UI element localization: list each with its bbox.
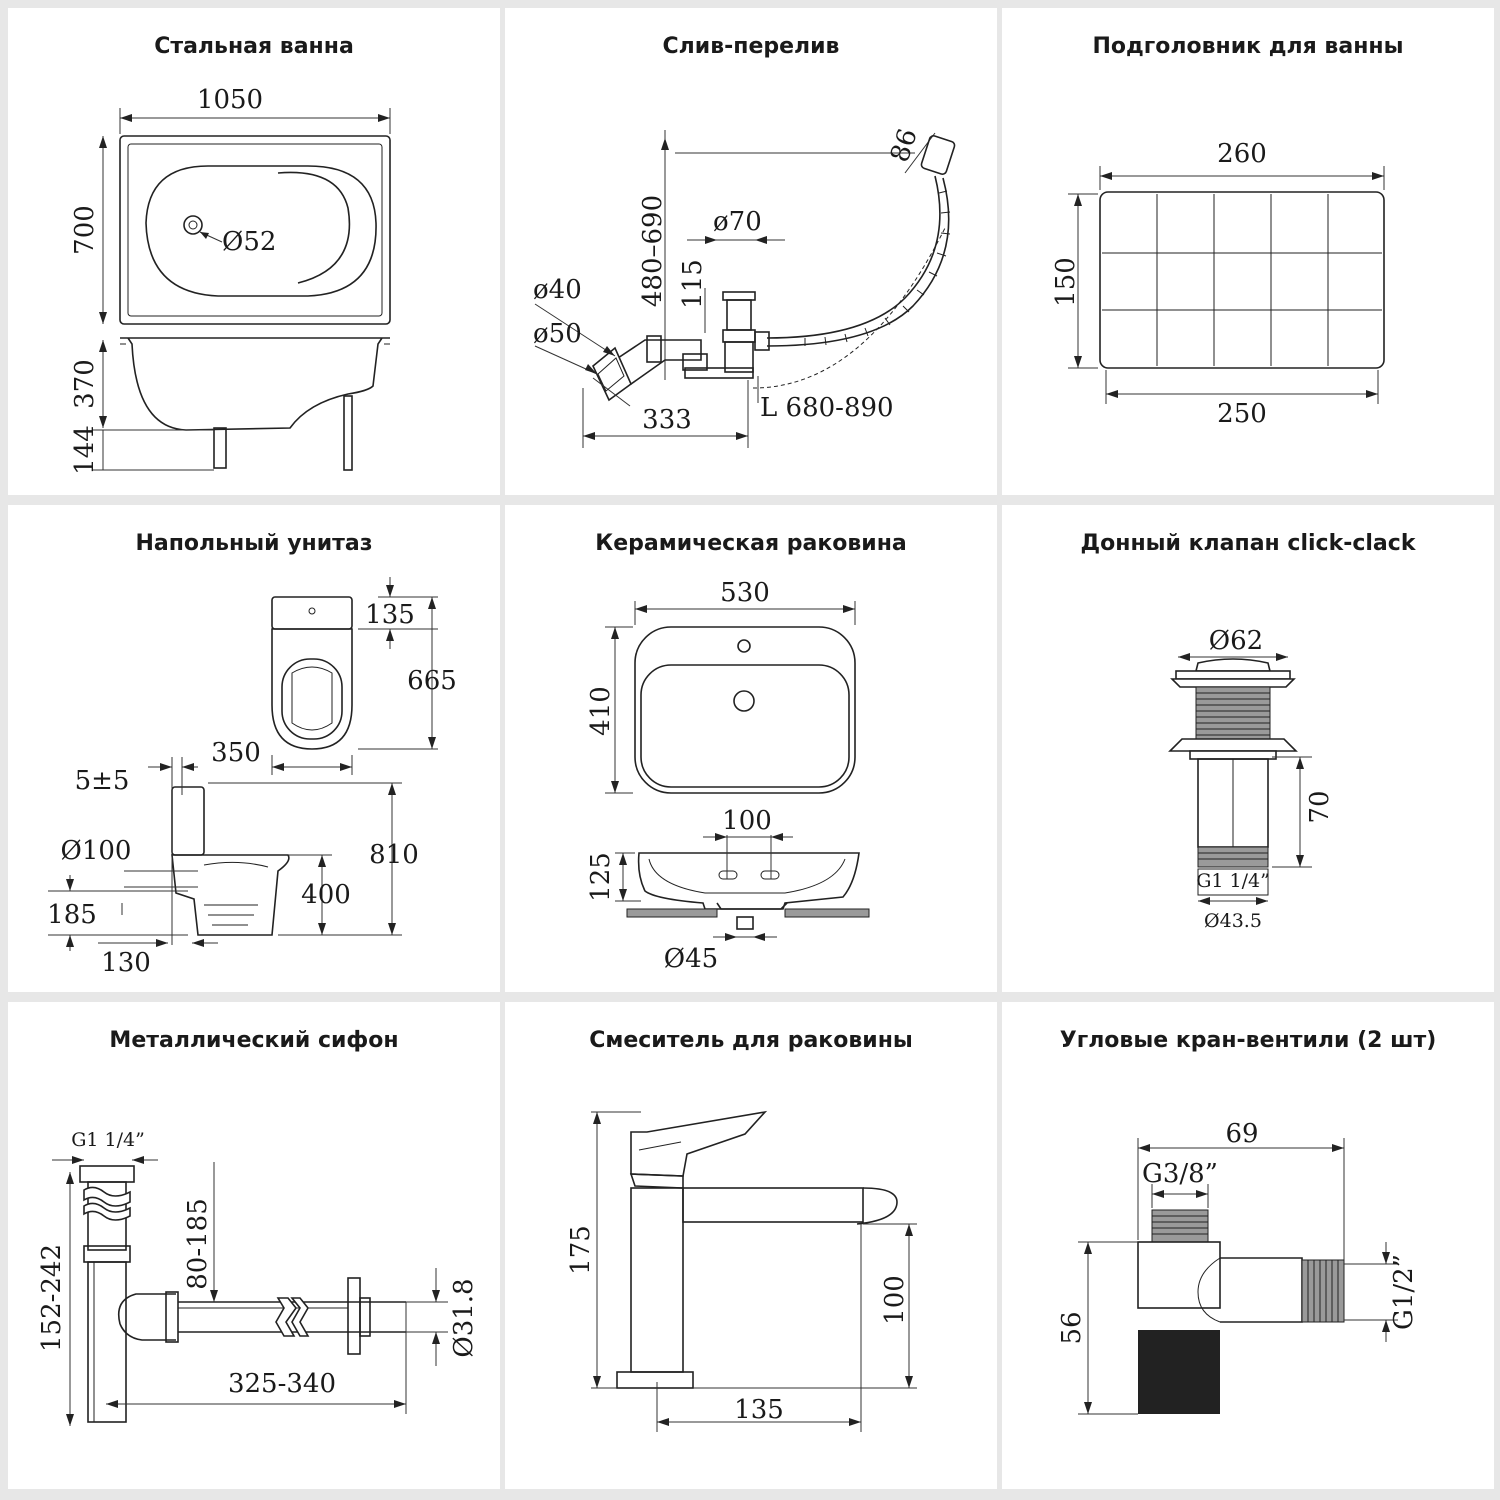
dim-drain-plug-height: 115 xyxy=(678,259,708,309)
dim-sink-height: 125 xyxy=(586,852,616,902)
dim-siphon-length-range: 325-340 xyxy=(228,1369,336,1399)
dim-headrest-top-width: 260 xyxy=(1217,139,1267,169)
dim-valve-cap: Ø62 xyxy=(1209,626,1263,656)
dim-valve-thread: G1 1/4” xyxy=(1196,870,1270,892)
dim-toilet-outlet-height: 185 xyxy=(47,900,97,930)
dim-headrest-height: 150 xyxy=(1051,257,1081,307)
dim-bath-length: 1050 xyxy=(197,85,263,115)
headrest-drawing: 260 150 250 xyxy=(1051,139,1385,429)
dim-sink-depth: 410 xyxy=(586,686,616,736)
angle-valves-drawing: 69 G3/8” 56 G1/2” xyxy=(1057,1119,1419,1415)
basin-mixer-drawing: 175 100 135 xyxy=(566,1110,917,1432)
dim-drain-offset: 86 xyxy=(885,125,924,166)
dim-angle-valve-length: 69 xyxy=(1225,1119,1258,1149)
dim-angle-valve-inlet: G3/8” xyxy=(1142,1159,1218,1189)
floor-toilet-drawing: 135 665 350 5±5 Ø100 810 400 185 130 xyxy=(47,577,457,978)
dim-toilet-outlet-distance: 130 xyxy=(101,948,151,978)
dim-toilet-gap: 5±5 xyxy=(75,766,130,796)
overflow-drain-drawing: 86 480–690 ø40 ø50 ø70 115 333 L 680-890 xyxy=(533,125,956,448)
steel-bath-drawing: 1050 700 370 144 Ø52 xyxy=(70,85,391,475)
dim-drain-pipe50: ø50 xyxy=(533,319,582,349)
dim-toilet-total-height: 810 xyxy=(369,840,419,870)
panel-ceramic-sink: Керамическая раковина xyxy=(505,505,997,992)
dim-siphon-pipe: Ø31.8 xyxy=(449,1278,479,1357)
dim-angle-valve-height: 56 xyxy=(1057,1311,1087,1344)
dim-drain-height-range: 480–690 xyxy=(638,195,668,307)
dim-drain-length-range: L 680-890 xyxy=(760,393,894,423)
panel-overflow-drain: Слив-перелив 86 xyxy=(505,8,997,495)
panel-title: Смеситель для раковины xyxy=(589,1028,913,1053)
panel-metal-siphon: Металлический сифон xyxy=(8,1002,500,1489)
dim-drain-pipe40: ø40 xyxy=(533,275,582,305)
dim-mixer-reach: 135 xyxy=(734,1395,784,1425)
dim-mixer-spout-height: 100 xyxy=(880,1275,910,1325)
dim-toilet-seat-height: 400 xyxy=(301,880,351,910)
dim-toilet-tank: 135 xyxy=(365,600,415,630)
dim-angle-valve-outlet: G1/2” xyxy=(1389,1254,1419,1330)
dim-toilet-depth: 665 xyxy=(407,666,457,696)
ceramic-sink-drawing: 530 410 100 125 Ø45 xyxy=(586,578,870,974)
panel-title: Подголовник для ванны xyxy=(1092,34,1404,59)
panel-title: Донный клапан click-clack xyxy=(1080,531,1416,556)
dim-valve-body: Ø43.5 xyxy=(1204,910,1262,932)
dim-bath-height: 370 xyxy=(70,359,100,409)
dim-sink-width: 530 xyxy=(720,578,770,608)
panel-title: Стальная ванна xyxy=(154,34,354,59)
dim-siphon-thread: G1 1/4” xyxy=(71,1129,145,1151)
click-clack-valve-drawing: Ø62 70 G1 1/4” Ø43.5 xyxy=(1168,626,1335,932)
panel-basin-mixer: Смеситель для раковины 175 100 135 xyxy=(505,1002,997,1489)
panel-title: Напольный унитаз xyxy=(135,531,373,556)
dim-siphon-adjust: 80-185 xyxy=(183,1198,213,1290)
dim-valve-length: 70 xyxy=(1305,790,1335,823)
metal-siphon-drawing: G1 1/4” 152-242 80-185 325-340 Ø31.8 xyxy=(37,1129,479,1426)
panel-click-clack-valve: Донный клапан click-clack Ø62 70 G1 1/4”… xyxy=(1002,505,1494,992)
dim-bath-drain: Ø52 xyxy=(222,227,276,257)
dim-sink-drain: Ø45 xyxy=(664,944,718,974)
dim-bath-width: 700 xyxy=(70,205,100,255)
panel-title: Металлический сифон xyxy=(109,1028,399,1053)
panel-floor-toilet: Напольный унитаз xyxy=(8,505,500,992)
dim-drain-plug: ø70 xyxy=(713,207,762,237)
dim-headrest-bottom-width: 250 xyxy=(1217,399,1267,429)
panel-headrest: Подголовник для ванны 260 150 250 xyxy=(1002,8,1494,495)
dim-toilet-width: 350 xyxy=(211,738,261,768)
dim-sink-holes: 100 xyxy=(722,806,772,836)
dim-mixer-height: 175 xyxy=(566,1225,596,1275)
dim-toilet-outlet: Ø100 xyxy=(61,836,132,866)
dim-bath-legs: 144 xyxy=(70,425,100,475)
panel-angle-valves: Угловые кран-вентили (2 шт) 69 G3/8” 56 xyxy=(1002,1002,1494,1489)
panel-title: Угловые кран-вентили (2 шт) xyxy=(1059,1028,1437,1053)
panel-title: Слив-перелив xyxy=(662,34,840,59)
dim-drain-reach: 333 xyxy=(642,405,692,435)
panel-steel-bath: Стальная ванна 1050 700 370 144 Ø52 xyxy=(8,8,500,495)
panel-title: Керамическая раковина xyxy=(595,531,907,556)
dim-siphon-height-range: 152-242 xyxy=(37,1244,67,1352)
